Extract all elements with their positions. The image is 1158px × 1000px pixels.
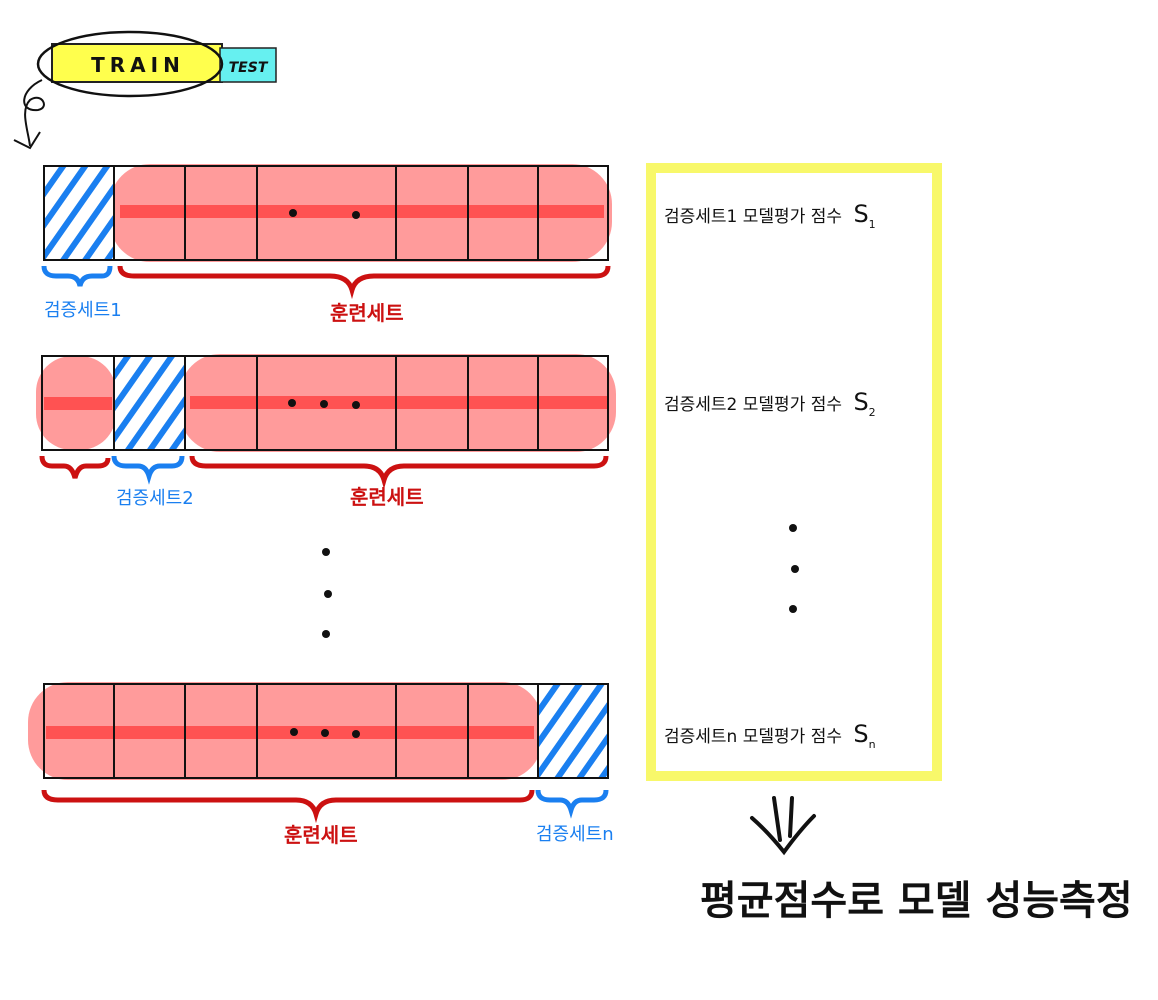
fold-2-training-brace-right <box>189 455 609 490</box>
test-label: TEST <box>229 60 269 76</box>
ellipsis-dot <box>289 209 297 217</box>
ellipsis-dot <box>352 730 360 738</box>
score-1-label: 검증세트1 모델평가 점수 <box>664 207 842 227</box>
ellipsis-dot <box>324 590 332 598</box>
ellipsis-dot <box>352 401 360 409</box>
fold-2-training-stripe-left <box>44 397 112 410</box>
fold-n-training-stripe <box>46 726 534 739</box>
ellipsis-dot <box>288 399 296 407</box>
fold-row-n: 훈련세트 검증세트n <box>28 682 614 847</box>
ellipsis-dot <box>352 211 360 219</box>
ellipsis-dot <box>322 630 330 638</box>
fold-1-training-label: 훈련세트 <box>330 301 404 325</box>
curl-arrow <box>23 79 45 147</box>
fold-1-dividers <box>113 166 539 260</box>
score-n: 검증세트n 모델평가 점수 Sn <box>664 720 876 751</box>
fold-2-validation-brace <box>111 455 185 485</box>
train-highlight-loop <box>36 30 224 98</box>
score-summary: 검증세트1 모델평가 점수 S1 검증세트2 모델평가 점수 S2 검증세트n … <box>646 163 942 781</box>
fold-n-validation-brace <box>535 789 609 819</box>
score-2-label: 검증세트2 모델평가 점수 <box>664 395 842 415</box>
fold-2-validation-label: 검증세트2 <box>116 488 194 509</box>
fold-1-validation-brace <box>41 265 113 287</box>
fold-n-training-brace <box>41 789 535 824</box>
fold-n-dividers <box>113 684 539 778</box>
conclusion-arrow <box>750 796 816 856</box>
fold-1-training-stripe <box>120 205 604 218</box>
fold-1-validation-hatch <box>44 166 114 260</box>
score-2-symbol: S <box>853 388 868 416</box>
score-n-subscript: n <box>869 738 876 751</box>
score-n-label: 검증세트n 모델평가 점수 <box>664 727 842 747</box>
score-summary-box <box>646 163 942 781</box>
train-tag <box>51 43 223 83</box>
fold-n-outline <box>43 683 609 779</box>
score-2: 검증세트2 모델평가 점수 S2 <box>664 388 876 419</box>
score-1-symbol: S <box>853 200 868 228</box>
curl-arrow-head <box>13 131 41 150</box>
fold-2-outline <box>41 355 609 451</box>
rows-ellipsis <box>322 548 332 638</box>
fold-2-training-stripe-right <box>190 396 608 409</box>
ellipsis-dot <box>321 729 329 737</box>
ellipsis-dot <box>789 524 797 532</box>
fold-1-training-brace <box>117 265 611 300</box>
ellipsis-dot <box>791 565 799 573</box>
ellipsis-dot <box>322 548 330 556</box>
fold-2-validation-hatch <box>114 356 185 450</box>
fold-2-dividers <box>113 356 539 450</box>
fold-row-1: 검증세트1 훈련세트 <box>41 164 612 325</box>
fold-2-training-brace-left <box>39 455 111 479</box>
fold-n-training-label: 훈련세트 <box>284 823 358 847</box>
fold-row-2: 검증세트2 훈련세트 <box>36 354 616 509</box>
fold-1-outline <box>43 165 609 261</box>
fold-n-validation-hatch <box>538 684 608 778</box>
fold-2-training-label: 훈련세트 <box>350 485 424 509</box>
fold-n-validation-label: 검증세트n <box>536 824 614 845</box>
test-tag <box>219 47 277 83</box>
train-label: TRAIN <box>91 53 185 77</box>
legend: TRAIN TEST <box>13 30 277 150</box>
score-2-subscript: 2 <box>869 406 876 419</box>
ellipsis-dot <box>789 605 797 613</box>
score-n-symbol: S <box>853 720 868 748</box>
ellipsis-dot <box>290 728 298 736</box>
fold-1-validation-label: 검증세트1 <box>44 300 122 321</box>
score-1: 검증세트1 모델평가 점수 S1 <box>664 200 876 231</box>
conclusion-text: 평균점수로 모델 성능측정 <box>700 878 1133 924</box>
score-1-subscript: 1 <box>869 218 876 231</box>
ellipsis-dot <box>320 400 328 408</box>
